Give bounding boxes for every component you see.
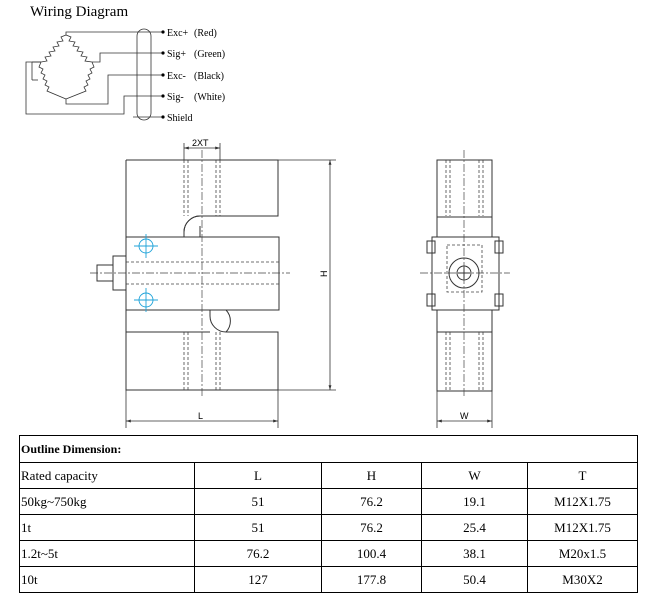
wire-leads: [25, 31, 163, 118]
header-rated-capacity: Rated capacity: [19, 462, 195, 489]
wire-shield-label: Shield: [167, 113, 193, 124]
cell-capacity: 50kg~750kg: [19, 488, 195, 515]
width-dimension-label: W: [460, 411, 469, 421]
table-row: 10t 127 177.8 50.4 M30X2: [19, 566, 638, 593]
cell-t: M12X1.75: [527, 488, 638, 515]
cell-w: 50.4: [421, 566, 528, 593]
length-dimension-label: L: [198, 411, 203, 421]
table-row: 1t 51 76.2 25.4 M12X1.75: [19, 514, 638, 541]
header-t: T: [527, 462, 638, 489]
cell-l: 76.2: [194, 540, 322, 567]
table-header-row: Rated capacity L H W T: [19, 462, 638, 489]
cell-h: 100.4: [321, 540, 422, 567]
cell-capacity: 1.2t~5t: [19, 540, 195, 567]
cell-w: 25.4: [421, 514, 528, 541]
wire-sig-minus-label: Sig-: [167, 92, 184, 103]
cell-t: M30X2: [527, 566, 638, 593]
cell-l: 51: [194, 514, 322, 541]
wire-sig-plus-label: Sig+: [167, 49, 186, 60]
header-w: W: [421, 462, 528, 489]
wiring-title: Wiring Diagram: [30, 4, 128, 20]
wire-sig-minus-color: (White): [194, 92, 225, 103]
wire-exc-minus-label: Exc-: [167, 71, 186, 82]
cell-h: 177.8: [321, 566, 422, 593]
cell-l: 127: [194, 566, 322, 593]
cell-capacity: 10t: [19, 566, 195, 593]
cell-w: 38.1: [421, 540, 528, 567]
wire-exc-plus-label: Exc+: [167, 28, 189, 39]
header-l: L: [194, 462, 322, 489]
cell-l: 51: [194, 488, 322, 515]
wire-sig-plus-color: (Green): [194, 49, 225, 60]
table-caption-row: Outline Dimension:: [19, 435, 638, 463]
wire-exc-plus-color: (Red): [194, 28, 217, 39]
table-caption: Outline Dimension:: [19, 435, 638, 463]
table-row: 1.2t~5t 76.2 100.4 38.1 M20x1.5: [19, 540, 638, 567]
thread-dimension-label: 2XT: [192, 138, 209, 148]
table-row: 50kg~750kg 51 76.2 19.1 M12X1.75: [19, 488, 638, 515]
cell-capacity: 1t: [19, 514, 195, 541]
wire-exc-minus-color: (Black): [194, 71, 224, 82]
header-h: H: [321, 462, 422, 489]
cell-h: 76.2: [321, 514, 422, 541]
height-dimension-label: H: [319, 271, 329, 278]
technical-drawing: Wiring Diagram Exc+ (Red): [25, 4, 510, 428]
side-view: W: [420, 150, 510, 428]
front-view: 2XT H L: [90, 138, 336, 428]
cell-w: 19.1: [421, 488, 528, 515]
wheatstone-bridge: [31, 34, 95, 100]
cell-h: 76.2: [321, 488, 422, 515]
cell-t: M20x1.5: [527, 540, 638, 567]
wiring-diagram: Wiring Diagram Exc+ (Red): [25, 4, 225, 124]
cell-t: M12X1.75: [527, 514, 638, 541]
outline-dimension-table: Outline Dimension: Rated capacity L H W …: [19, 435, 638, 593]
cable-jacket: [136, 28, 152, 121]
